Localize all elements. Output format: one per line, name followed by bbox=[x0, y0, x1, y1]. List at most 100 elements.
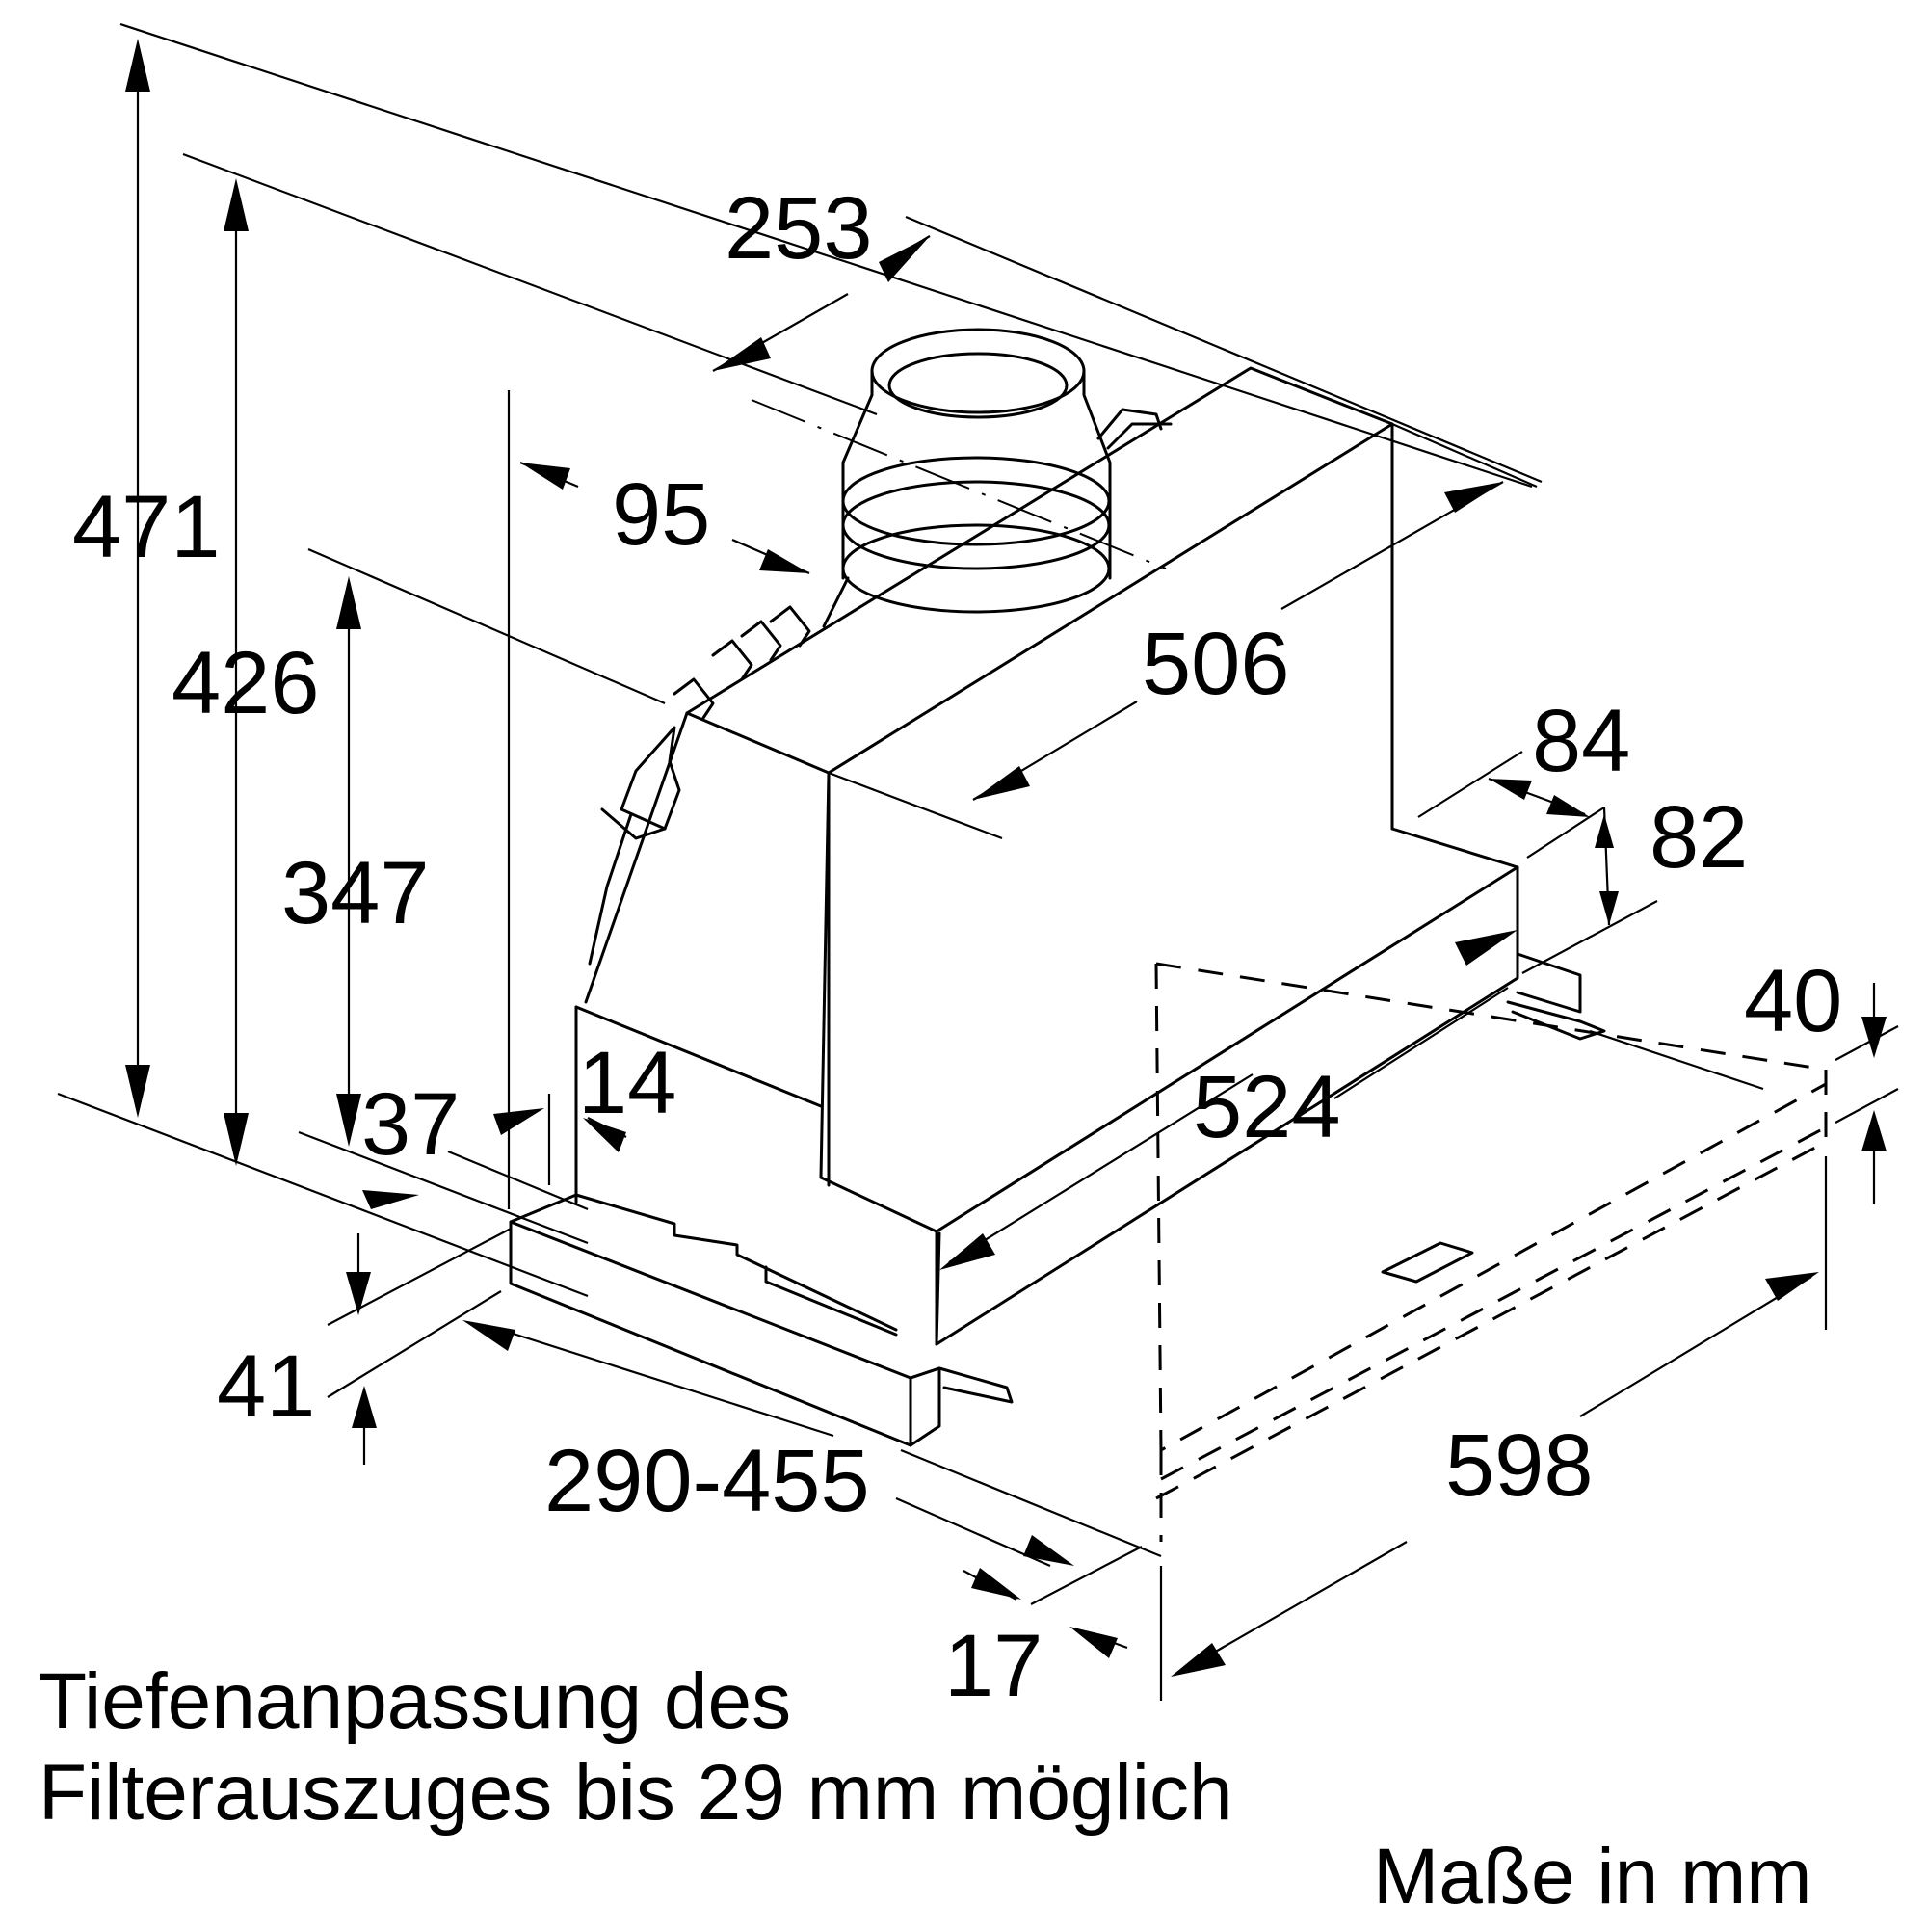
handle-base bbox=[600, 807, 667, 840]
dim-524-line-right bbox=[1333, 987, 1509, 1099]
arrow-84-left bbox=[1489, 779, 1532, 800]
arrow-471-bottom bbox=[125, 1065, 150, 1118]
handle-2 bbox=[673, 677, 715, 720]
dim-598-line-left bbox=[1179, 1541, 1408, 1673]
arrow-524-left bbox=[939, 1233, 995, 1270]
arrow-598-left bbox=[1171, 1643, 1226, 1677]
dim-524-line-left bbox=[948, 1073, 1254, 1263]
top-box-top-face bbox=[685, 422, 1394, 775]
ext-84-left bbox=[1417, 751, 1523, 818]
handle-4 bbox=[740, 620, 782, 662]
arrow-82-top bbox=[1595, 814, 1614, 848]
bracket-right bbox=[1516, 952, 1582, 1014]
arrow-253-right bbox=[879, 236, 930, 282]
cabinet-switch bbox=[1381, 1241, 1474, 1284]
top-box-outline bbox=[685, 366, 1394, 831]
collar-right bbox=[1082, 369, 1112, 503]
arrow-347-top bbox=[336, 576, 361, 629]
ext-82-bottom bbox=[1521, 900, 1658, 974]
ext-471-top bbox=[119, 22, 1533, 489]
arrow-41-bottom bbox=[352, 1386, 377, 1428]
dim-524-label: 524 bbox=[1193, 1058, 1341, 1156]
units-label: Maße in mm bbox=[1373, 1833, 1812, 1920]
dim-82-label: 82 bbox=[1650, 788, 1748, 887]
arrow-506-right bbox=[1444, 482, 1503, 513]
drawer-slot-2 bbox=[764, 1265, 898, 1337]
handle-3 bbox=[711, 639, 753, 681]
arrow-14 bbox=[583, 1118, 626, 1152]
clip-right-2 bbox=[1106, 422, 1173, 450]
arrow-82-bottom bbox=[1599, 891, 1619, 925]
collar-mid-ellipse bbox=[841, 456, 1111, 546]
notes: Tiefenanpassung des Filterauszuges bis 2… bbox=[39, 1657, 1812, 1920]
ext-347-bottom bbox=[298, 1130, 589, 1245]
drawer-end bbox=[909, 1366, 941, 1447]
handle-5 bbox=[769, 605, 811, 648]
collar-inner-ellipse bbox=[887, 352, 1069, 419]
arrow-84-right bbox=[1546, 795, 1590, 817]
collar-neck bbox=[841, 499, 1112, 580]
ext-41-bottom bbox=[327, 1290, 502, 1398]
arrow-506-left bbox=[973, 766, 1030, 800]
dim-17-label: 17 bbox=[944, 1617, 1043, 1715]
arrow-37 bbox=[493, 1108, 544, 1135]
lower-box-front bbox=[935, 865, 1519, 1346]
dim-41-label: 41 bbox=[217, 1337, 315, 1436]
dim-290-455-label: 290-455 bbox=[544, 1432, 870, 1530]
arrow-17-right bbox=[1069, 1627, 1118, 1658]
drawer-top-edge bbox=[509, 1220, 912, 1380]
dim-598-label: 598 bbox=[1445, 1416, 1594, 1515]
dim-14-label: 14 bbox=[578, 1034, 676, 1132]
ext-37 bbox=[447, 1150, 589, 1211]
ext-506-right bbox=[1391, 422, 1538, 489]
note-line-1: Tiefenanpassung des bbox=[39, 1657, 791, 1745]
arrow-290-455-right bbox=[1023, 1535, 1074, 1566]
axis-line bbox=[751, 399, 1167, 569]
outlet-collar bbox=[822, 328, 1112, 628]
collar-foot-left bbox=[822, 576, 850, 628]
ext-17-right bbox=[1030, 1546, 1143, 1605]
arrow-471-top bbox=[125, 39, 150, 92]
drawer-slots bbox=[574, 1193, 898, 1332]
bracket-rail-right bbox=[1506, 1000, 1606, 1041]
dim-347-label: 347 bbox=[281, 844, 430, 942]
ext-506-left bbox=[828, 771, 1003, 840]
arrow-524-right bbox=[1455, 930, 1518, 966]
arrowheads bbox=[125, 39, 1887, 1677]
dim-37-label: 37 bbox=[361, 1075, 460, 1174]
ext-84-right bbox=[1526, 807, 1605, 859]
ext-40-left bbox=[1589, 1029, 1764, 1091]
dim-40-label: 40 bbox=[1744, 952, 1842, 1050]
clip-right-1 bbox=[1096, 408, 1163, 440]
ext-471-bottom bbox=[57, 1092, 589, 1298]
arrow-598-right bbox=[1765, 1272, 1819, 1301]
ext-347-top bbox=[307, 547, 666, 705]
dimension-labels: 471 426 347 253 95 506 84 82 40 524 37 1… bbox=[72, 179, 1842, 1715]
hood-body bbox=[509, 366, 1606, 1447]
dim-506-label: 506 bbox=[1142, 615, 1290, 713]
dim-426-label: 426 bbox=[172, 634, 320, 732]
note-line-2: Filterauszuges bis 29 mm möglich bbox=[39, 1749, 1233, 1837]
arrow-17-left bbox=[971, 1568, 1021, 1600]
arrow-40-top bbox=[1861, 1017, 1887, 1058]
arrow-95-left bbox=[520, 463, 570, 490]
collar-top-ellipse bbox=[870, 328, 1086, 414]
collar-bottom-ellipse bbox=[841, 523, 1111, 614]
arrow-347-bottom bbox=[336, 1094, 361, 1147]
left-bottom-edge bbox=[574, 1005, 823, 1108]
arrow-95-right bbox=[759, 549, 809, 573]
left-slope bbox=[584, 711, 689, 1004]
ext-426-top bbox=[182, 152, 878, 416]
drawer-rail bbox=[937, 1366, 1014, 1404]
arrow-37-ext bbox=[362, 1190, 419, 1209]
dimension-lines bbox=[57, 22, 1899, 1701]
dim-598-line-right bbox=[1579, 1276, 1812, 1417]
cabinet-dashed-1 bbox=[1154, 963, 1827, 1453]
ext-598-bottom bbox=[900, 1448, 1162, 1558]
handle-cable bbox=[588, 812, 633, 966]
dim-253-label: 253 bbox=[725, 179, 873, 278]
arrow-41-top bbox=[346, 1272, 371, 1315]
lower-box-top bbox=[819, 827, 1519, 1233]
